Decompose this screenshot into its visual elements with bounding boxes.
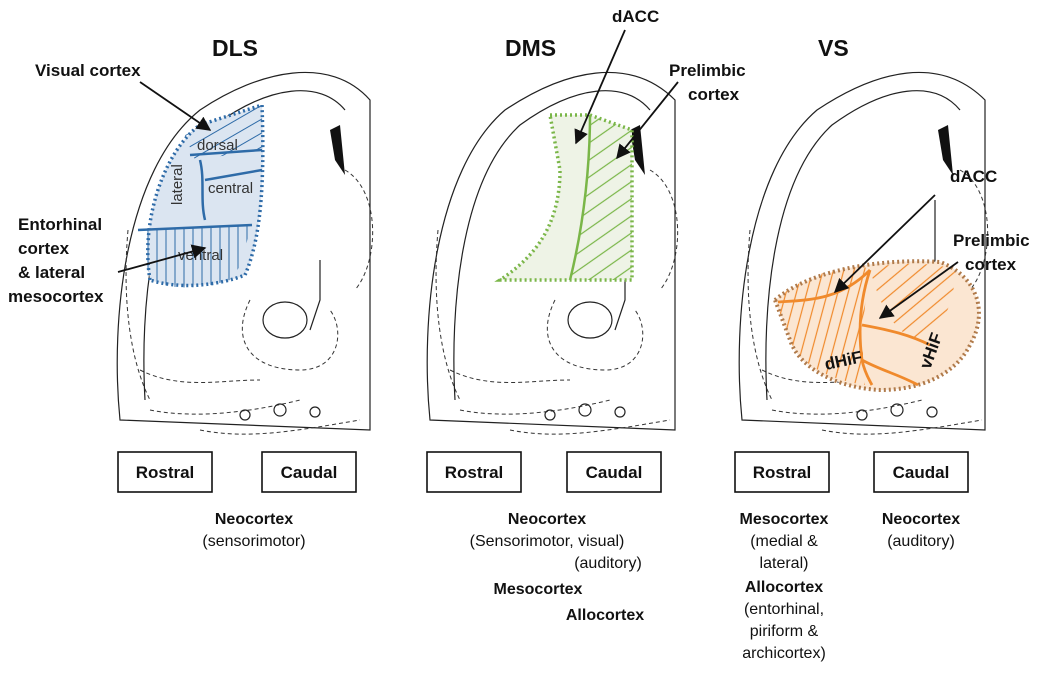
caption-vs-left-0: Mesocortex — [740, 511, 829, 528]
annotation-entorhinal-3: & lateral — [18, 263, 85, 282]
annotation-prelimbic-vs-2: cortex — [965, 255, 1017, 274]
caption-dms-mesocortex: Mesocortex — [494, 581, 583, 598]
annotation-entorhinal-1: Entorhinal — [18, 215, 102, 234]
caption-vs-left-2: lateral) — [760, 555, 809, 572]
box-label-rostral-vs: Rostral — [753, 463, 812, 482]
caption-vs-right-0: Neocortex — [882, 511, 960, 528]
annotation-entorhinal-4: mesocortex — [8, 287, 104, 306]
annotation-visual-cortex: Visual cortex — [35, 61, 141, 80]
region-label-central: central — [208, 180, 253, 197]
caption-vs-left-4: (entorhinal, — [744, 601, 824, 618]
panel-vs: dHiF vHiF VS dACC Prelimbic cortex Rostr… — [735, 35, 1030, 662]
annotation-dacc-dms: dACC — [612, 7, 659, 26]
box-label-rostral-dls: Rostral — [136, 463, 195, 482]
region-label-lateral: lateral — [169, 164, 186, 205]
box-label-caudal-vs: Caudal — [893, 463, 950, 482]
caption-vs-left-3: Allocortex — [745, 579, 823, 596]
caption-vs-left-5: piriform & — [750, 623, 819, 640]
annotation-entorhinal-2: cortex — [18, 239, 70, 258]
box-label-caudal-dls: Caudal — [281, 463, 338, 482]
caption-dms-allocortex: Allocortex — [566, 607, 644, 624]
panel-title-vs: VS — [818, 35, 849, 61]
arrow-visual-cortex — [140, 82, 210, 130]
annotation-prelimbic-vs-1: Prelimbic — [953, 231, 1030, 250]
caption-vs-left-1: (medial & — [750, 533, 818, 550]
box-label-rostral-dms: Rostral — [445, 463, 504, 482]
caption-dls-normal: (sensorimotor) — [202, 533, 305, 550]
panel-dls: dorsal lateral central ventral DLS Visua… — [8, 35, 373, 550]
caption-vs-right-1: (auditory) — [887, 533, 955, 550]
panel-title-dls: DLS — [212, 35, 258, 61]
panel-title-dms: DMS — [505, 35, 556, 61]
panel-dms: DMS dACC Prelimbic cortex Rostral Caudal… — [427, 7, 746, 624]
caption-dms-sensorimotor: (Sensorimotor, visual) — [470, 533, 625, 550]
caption-dms-neocortex: Neocortex — [508, 511, 586, 528]
annotation-prelimbic-dms-2: cortex — [688, 85, 740, 104]
caption-vs-left-6: archicortex) — [742, 645, 826, 662]
annotation-dacc-vs: dACC — [950, 167, 997, 186]
box-label-caudal-dms: Caudal — [586, 463, 643, 482]
caption-dls-bold: Neocortex — [215, 511, 293, 528]
region-label-dorsal: dorsal — [197, 137, 238, 154]
annotation-prelimbic-dms-1: Prelimbic — [669, 61, 746, 80]
caption-dms-auditory: (auditory) — [574, 555, 642, 572]
